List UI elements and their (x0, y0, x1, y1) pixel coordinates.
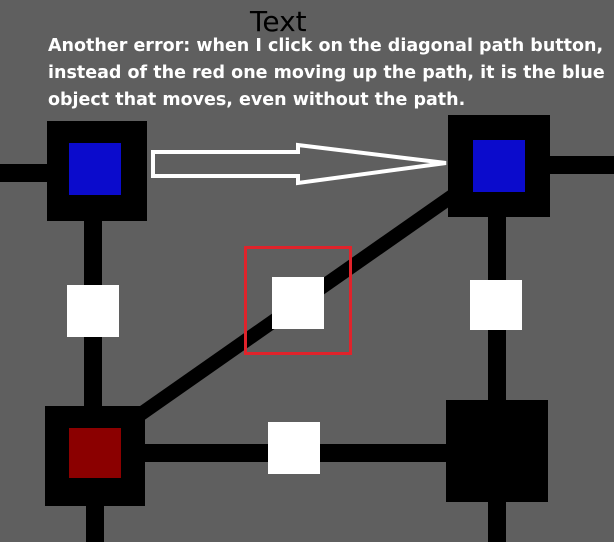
path-right-bottom (488, 500, 506, 542)
waypoint-diagonal[interactable] (272, 277, 324, 329)
path-left-bottom (86, 500, 104, 542)
red-object[interactable] (69, 428, 121, 478)
right-arrow-icon (151, 142, 447, 186)
path-right-top (540, 156, 614, 174)
node-top-right (448, 115, 550, 217)
waypoint-left[interactable] (67, 285, 119, 337)
waypoint-right[interactable] (470, 280, 522, 330)
diagonal-path-highlight (244, 246, 352, 355)
node-bottom-left (45, 406, 145, 506)
error-caption: Another error: when I click on the diago… (48, 36, 605, 110)
node-bottom-right (446, 400, 548, 502)
blue-object-target[interactable] (473, 140, 525, 192)
waypoint-bottom[interactable] (268, 422, 320, 474)
path-left-top (0, 164, 60, 182)
title-text: Text (250, 5, 307, 38)
blue-object[interactable] (69, 143, 121, 195)
node-top-left (47, 121, 147, 221)
